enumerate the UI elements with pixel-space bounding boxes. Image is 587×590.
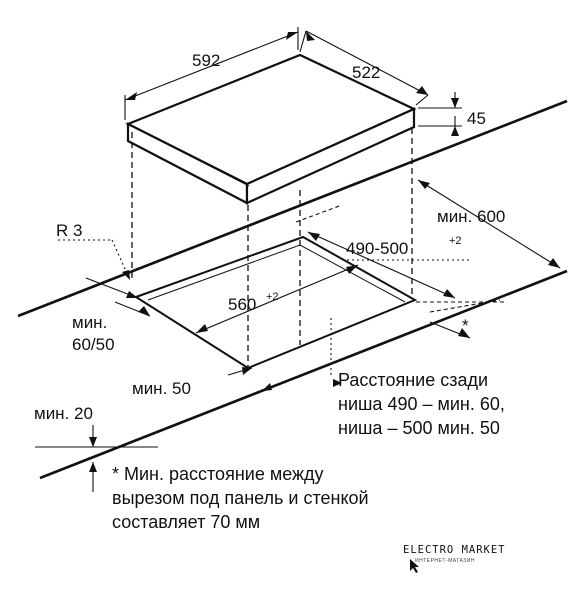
cutout: [133, 235, 418, 370]
cursor-icon: [410, 559, 419, 573]
rear-distance-note: Расстояние сзади ниша 490 – мин. 60, ниш…: [338, 368, 578, 440]
dim-width-top-line: [124, 31, 299, 101]
dim-cutout-depth-line: [195, 264, 359, 334]
label-cutout-width: 490-500: [346, 239, 408, 258]
footnote: * Мин. расстояние между вырезом под пане…: [112, 462, 532, 534]
logo-name: ELECTRO MARKET: [403, 544, 506, 556]
rear-note-line-1: Расстояние сзади: [338, 370, 489, 390]
label-asterisk: *: [462, 316, 469, 335]
cooktop-top-highlight: [131, 125, 250, 187]
logo-subtitle: ИНТЕРНЕТ-МАГАЗИН: [415, 558, 475, 564]
footnote-line-1: * Мин. расстояние между: [112, 464, 324, 484]
label-wall-min-20: мин. 20: [34, 404, 93, 423]
cooktop-side-face: [245, 107, 416, 205]
label-depth-522: 522: [352, 63, 380, 82]
label-thickness-45: 45: [467, 109, 486, 128]
cutout-outline: [133, 235, 418, 370]
label-cutout-width-tolerance: +2: [449, 235, 462, 247]
label-width-592: 592: [192, 51, 220, 70]
dim-depth-top-line: [305, 30, 429, 96]
arrowheads: [89, 31, 560, 472]
label-radius: R 3: [56, 221, 82, 240]
label-front-min-1: мин.: [72, 313, 107, 332]
footnote-line-2: вырезом под панель и стенкой: [112, 488, 369, 508]
cutout-inner-shadow: [147, 244, 406, 303]
label-side-min-50: мин. 50: [132, 379, 191, 398]
label-front-min-2: 60/50: [72, 335, 115, 354]
footnote-line-3: составляет 70 мм: [112, 512, 261, 532]
watermark-logo: ELECTRO MARKET ИНТЕРНЕТ-МАГАЗИН: [395, 544, 545, 574]
label-cutout-depth-tolerance: +2: [266, 291, 279, 303]
worktop-front-edge: [39, 269, 568, 480]
label-cutout-depth: 560: [228, 295, 256, 314]
worktop-back-edge: [17, 99, 568, 318]
dim-worktop-depth-line: [417, 179, 561, 269]
dim-cutout-width-line: [307, 231, 456, 299]
worktop: [17, 99, 568, 480]
cooktop: [125, 53, 417, 205]
projection-lines: [131, 128, 413, 368]
rear-note-line-2: ниша 490 – мин. 60,: [338, 394, 505, 414]
rear-note-line-3: ниша – 500 мин. 50: [338, 418, 500, 438]
label-worktop-min-600: мин. 600: [437, 207, 505, 226]
